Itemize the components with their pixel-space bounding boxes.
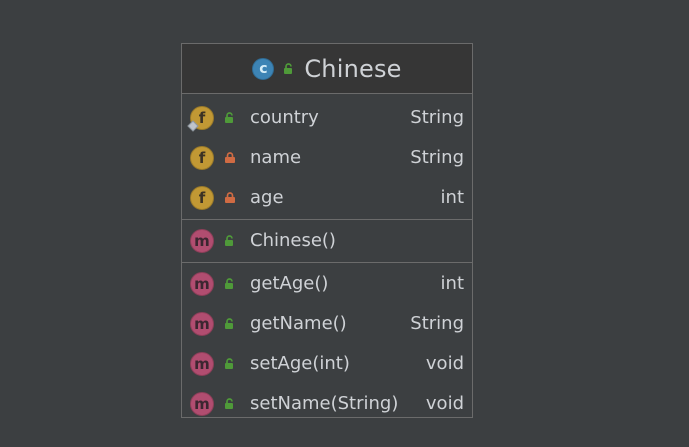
member-name: country [250, 107, 319, 128]
field-row-age: f age int [182, 178, 472, 218]
member-name: age [250, 187, 284, 208]
field-icon: f [187, 106, 214, 132]
member-type: void [425, 393, 464, 414]
member-name: getName() [250, 313, 347, 334]
private-lock-icon [225, 192, 235, 203]
public-lock-icon [225, 235, 233, 246]
public-lock-icon [225, 358, 233, 369]
class-icon: c [252, 57, 275, 80]
method-row-getname: m getName() String [182, 304, 472, 344]
member-type: int [440, 187, 464, 208]
member-name: setName(String) [250, 393, 399, 414]
member-type: void [425, 353, 464, 374]
method-icon: m [190, 312, 214, 336]
member-type: String [410, 147, 464, 168]
method-icon: m [190, 272, 214, 296]
method-row-getage: m getAge() int [182, 264, 472, 304]
class-name: Chinese [304, 54, 402, 83]
member-name: getAge() [250, 273, 329, 294]
class-header: c Chinese [182, 44, 472, 94]
method-icon: m [190, 392, 214, 416]
constructor-row: m Chinese() [182, 221, 472, 261]
member-type: String [410, 313, 464, 334]
public-lock-icon [225, 278, 233, 289]
fields-section: f country String f name String f [182, 98, 472, 220]
field-icon: f [190, 146, 214, 170]
method-icon: m [190, 229, 214, 253]
method-row-setname: m setName(String) void [182, 384, 472, 424]
field-row-name: f name String [182, 138, 472, 178]
member-name: name [250, 147, 302, 168]
member-name: setAge(int) [250, 353, 350, 374]
private-lock-icon [225, 152, 235, 163]
constructors-section: m Chinese() [182, 221, 472, 263]
public-lock-icon [284, 62, 293, 74]
field-badge-icon [187, 120, 199, 132]
member-type: int [440, 273, 464, 294]
member-name: Chinese() [250, 230, 336, 251]
public-lock-icon [225, 318, 233, 329]
public-lock-icon [225, 112, 233, 123]
methods-section: m getAge() int m getName() String m [182, 264, 472, 425]
public-lock-icon [225, 398, 233, 409]
method-row-setage: m setAge(int) void [182, 344, 472, 384]
uml-class-box: c Chinese f country String f [181, 43, 473, 418]
method-icon: m [190, 352, 214, 376]
field-icon: f [190, 186, 214, 210]
field-row-country: f country String [182, 98, 472, 138]
member-type: String [410, 107, 464, 128]
